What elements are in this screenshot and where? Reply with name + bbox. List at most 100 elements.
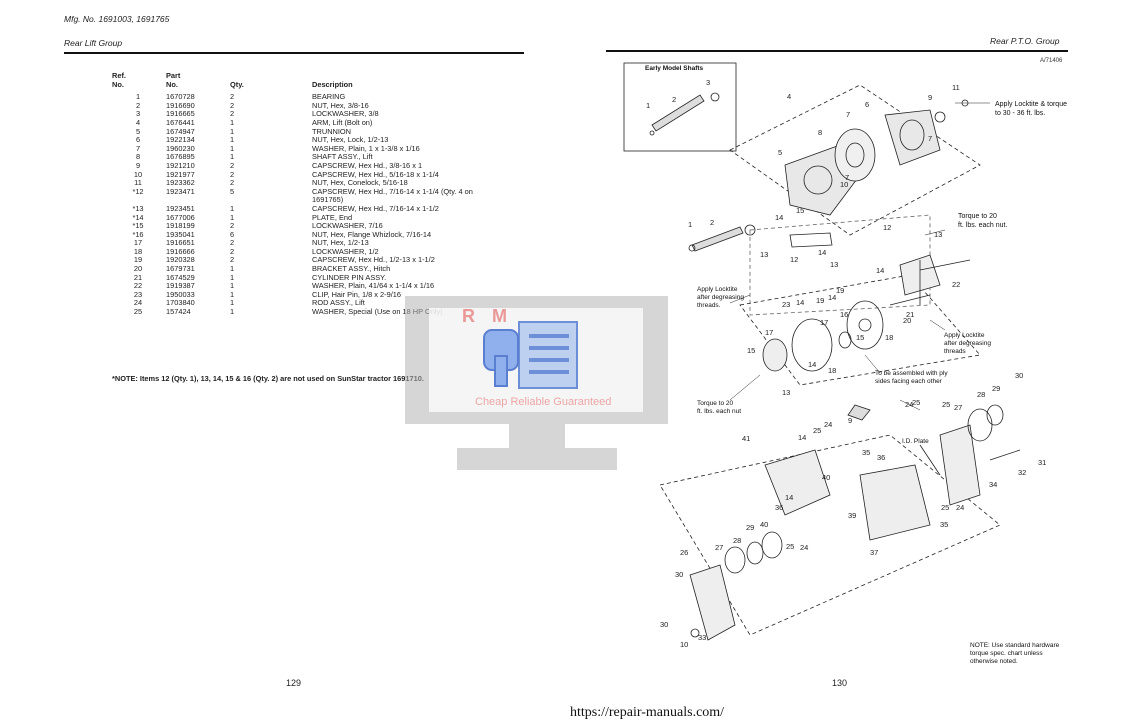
svg-text:5: 5 bbox=[778, 148, 782, 157]
cell-qty: 2 bbox=[230, 109, 235, 119]
cell-qty: 5 bbox=[230, 186, 235, 196]
cell-desc: NUT, Hex, Lock, 1/2-13 bbox=[312, 135, 389, 145]
svg-text:9: 9 bbox=[928, 93, 932, 102]
cell-part: 1921977 bbox=[166, 169, 195, 179]
right-page-number: 130 bbox=[832, 678, 848, 688]
svg-text:14: 14 bbox=[775, 213, 783, 222]
svg-text:12: 12 bbox=[883, 223, 891, 232]
cell-part: 1676441 bbox=[166, 117, 195, 127]
svg-text:24: 24 bbox=[824, 420, 832, 429]
svg-text:22: 22 bbox=[952, 280, 960, 289]
cell-qty: 2 bbox=[230, 178, 235, 188]
svg-text:14: 14 bbox=[785, 493, 793, 502]
svg-text:25: 25 bbox=[912, 398, 920, 407]
svg-text:24: 24 bbox=[800, 543, 808, 552]
cell-qty: 2 bbox=[230, 238, 235, 248]
svg-text:14: 14 bbox=[796, 298, 804, 307]
cell-ref: 3 bbox=[135, 109, 141, 119]
svg-text:27: 27 bbox=[715, 543, 723, 552]
cell-part: 1923471 bbox=[166, 186, 195, 196]
cell-desc: WASHER, Plain, 41/64 x 1-1/4 x 1/16 bbox=[312, 281, 435, 291]
cell-ref: *13 bbox=[132, 203, 144, 213]
svg-text:13: 13 bbox=[934, 230, 942, 239]
watermark-stand bbox=[509, 424, 565, 448]
cell-desc: WASHER, Plain, 1 x 1-3/8 x 1/16 bbox=[312, 143, 420, 153]
svg-text:1: 1 bbox=[646, 101, 650, 110]
svg-text:27: 27 bbox=[954, 403, 962, 412]
cell-ref: 20 bbox=[133, 264, 143, 274]
cell-desc: NUT, Hex, Flange Whizlock, 7/16-14 bbox=[312, 229, 432, 239]
cell-desc: CAPSCREW, Hex Hd., 5/16-18 x 1-1/4 bbox=[312, 169, 439, 179]
cell-qty: 1 bbox=[230, 289, 235, 299]
cell-part: 157424 bbox=[166, 307, 191, 317]
svg-text:24: 24 bbox=[905, 400, 913, 409]
cell-ref: 21 bbox=[133, 272, 143, 282]
svg-text:13: 13 bbox=[830, 260, 838, 269]
svg-text:39: 39 bbox=[848, 511, 856, 520]
svg-text:35: 35 bbox=[940, 520, 948, 529]
svg-text:14: 14 bbox=[818, 248, 826, 257]
cell-desc: CYLINDER PIN ASSY. bbox=[312, 272, 387, 282]
cell-desc: NUT, Hex, Conelock, 5/16-18 bbox=[312, 178, 408, 188]
cell-qty: 2 bbox=[230, 169, 235, 179]
figure-id: A/71406 bbox=[1040, 58, 1063, 64]
cell-desc: BEARING bbox=[312, 92, 346, 102]
cell-part: 1923362 bbox=[166, 178, 195, 188]
cell-qty: 1 bbox=[230, 272, 235, 282]
cell-qty: 1 bbox=[230, 298, 235, 308]
inset-title: Early Model Shafts bbox=[645, 65, 704, 72]
cell-part: 1916690 bbox=[166, 100, 195, 110]
cell-ref: 22 bbox=[133, 281, 143, 291]
cell-part: 1916666 bbox=[166, 246, 195, 256]
cell-part: 1916651 bbox=[166, 238, 195, 248]
cell-part: 1922134 bbox=[166, 135, 195, 145]
cell-ref: 23 bbox=[133, 289, 143, 299]
callout-locktite-degreasing-2: Apply Locktite after degreasing threads bbox=[944, 332, 991, 355]
cell-qty: 2 bbox=[230, 100, 235, 110]
cell-part: 1919387 bbox=[166, 281, 195, 291]
col-part: Part No. bbox=[166, 71, 181, 89]
svg-text:33: 33 bbox=[698, 633, 706, 642]
callout-id-plate: I.D. Plate bbox=[902, 438, 929, 445]
cell-desc: WASHER, Special (Use on 18 HP Only) bbox=[312, 307, 443, 317]
svg-text:34: 34 bbox=[989, 480, 997, 489]
cell-desc: ARM, Lift (Bolt on) bbox=[312, 117, 373, 127]
cell-desc: SHAFT ASSY., Lift bbox=[312, 152, 373, 162]
svg-text:7: 7 bbox=[846, 110, 850, 119]
svg-text:28: 28 bbox=[977, 390, 985, 399]
svg-text:30: 30 bbox=[1015, 371, 1023, 380]
callout-locktite-degreasing: Apply Locktite after degreasing threads. bbox=[697, 286, 744, 309]
svg-text:40: 40 bbox=[822, 473, 830, 482]
svg-text:40: 40 bbox=[760, 520, 768, 529]
svg-text:6: 6 bbox=[865, 100, 869, 109]
cell-desc: CAPSCREW, Hex Hd., 3/8-16 x 1 bbox=[312, 160, 423, 170]
cell-ref: 24 bbox=[133, 298, 143, 308]
svg-text:18: 18 bbox=[885, 333, 893, 342]
left-page-number: 129 bbox=[286, 678, 302, 688]
footer-url[interactable]: https://repair-manuals.com/ bbox=[570, 705, 725, 720]
watermark-letters: R M bbox=[462, 306, 513, 326]
svg-text:13: 13 bbox=[760, 250, 768, 259]
cell-qty: 1 bbox=[230, 152, 235, 162]
cell-qty: 2 bbox=[230, 221, 235, 231]
cell-desc: NUT, Hex, 1/2-13 bbox=[312, 238, 369, 248]
cell-ref: 6 bbox=[135, 135, 141, 145]
left-header-rule bbox=[64, 52, 524, 54]
cell-part: 1923451 bbox=[166, 203, 195, 213]
cell-qty: 1 bbox=[230, 212, 235, 222]
svg-text:21: 21 bbox=[906, 310, 914, 319]
svg-text:19: 19 bbox=[836, 286, 844, 295]
